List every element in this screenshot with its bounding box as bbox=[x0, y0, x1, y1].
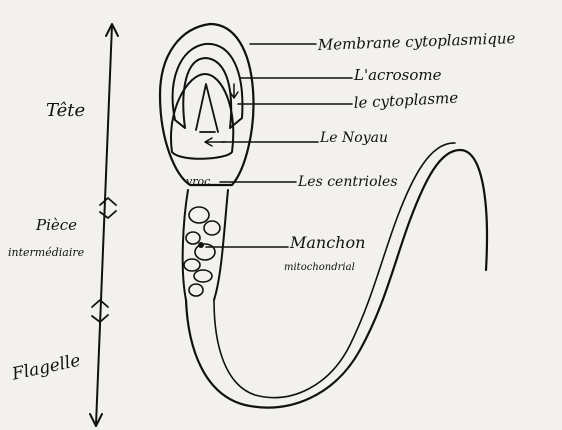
region-label-head: Tête bbox=[46, 100, 85, 121]
mitochondrion bbox=[194, 270, 212, 282]
label-membrane: Membrane cytoplasmique bbox=[317, 29, 516, 54]
region-label-midpiece-line2: intermédiaire bbox=[8, 246, 85, 259]
axis-tick-head-midpiece bbox=[100, 198, 116, 218]
mitochondrion-dot bbox=[198, 242, 204, 248]
nucleus bbox=[171, 74, 233, 159]
region-label-flagellum: Flagelle bbox=[9, 351, 82, 385]
label-cytoplasm: le cytoplasme bbox=[353, 89, 458, 112]
label-mito-sheath-1: Manchon bbox=[289, 233, 365, 252]
sperm-head: vroc bbox=[160, 24, 253, 188]
region-label-midpiece-line1: Pièce bbox=[35, 216, 77, 234]
nucleus-core bbox=[196, 84, 218, 132]
midpiece bbox=[183, 190, 228, 300]
mitochondrion bbox=[186, 232, 200, 244]
centrioles-mark: vroc bbox=[186, 175, 210, 188]
label-centrioles: Les centrioles bbox=[297, 174, 398, 190]
label-nucleus: Le Noyau bbox=[319, 130, 388, 146]
label-mito-sheath-2: mitochondrial bbox=[284, 262, 355, 273]
mitochondrion bbox=[184, 259, 200, 271]
label-acrosome: L'acrosome bbox=[353, 66, 442, 84]
mitochondrion bbox=[189, 284, 203, 296]
mitochondrion bbox=[204, 221, 220, 235]
mitochondrion bbox=[189, 207, 209, 223]
region-axis bbox=[90, 24, 118, 426]
